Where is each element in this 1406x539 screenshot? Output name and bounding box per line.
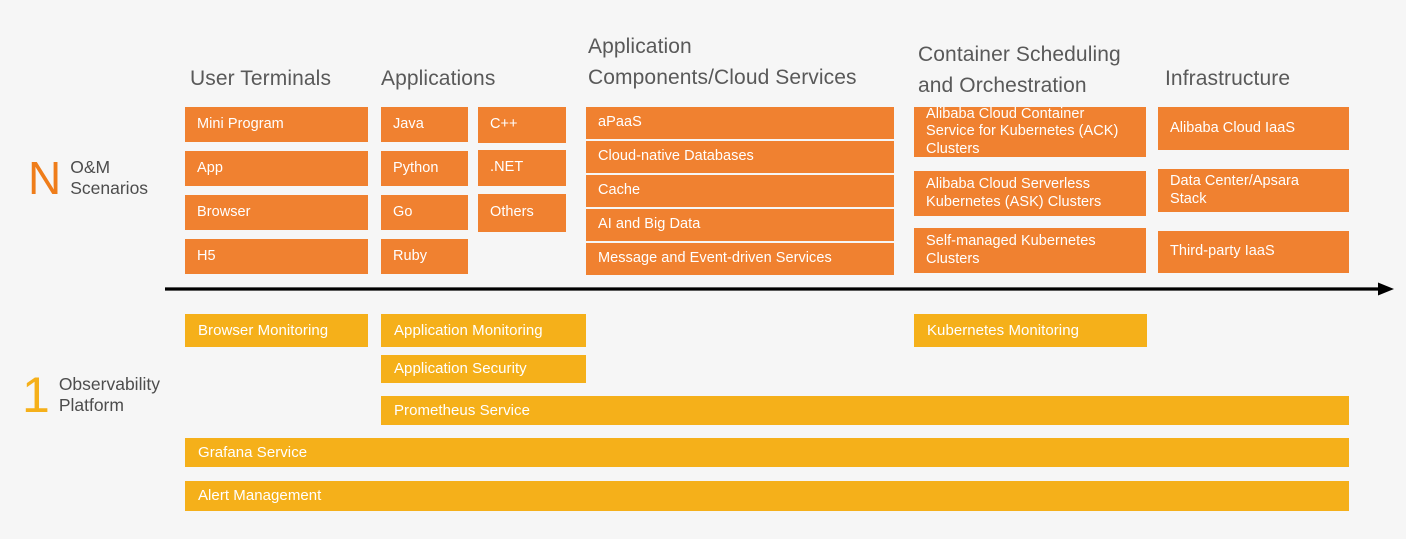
bar-label: Browser Monitoring — [198, 321, 329, 339]
bar-grafana-service[interactable]: Grafana Service — [185, 438, 1349, 467]
box-app-component-1[interactable]: Cloud-native Databases — [586, 141, 894, 173]
box-infrastructure-0[interactable]: Alibaba Cloud IaaS — [1158, 107, 1349, 150]
bar-browser-monitoring[interactable]: Browser Monitoring — [185, 314, 368, 347]
bar-label: Kubernetes Monitoring — [927, 321, 1079, 339]
box-user-terminal-1[interactable]: App — [185, 151, 368, 186]
column-header-container-scheduling: Container Scheduling and Orchestration — [918, 43, 1121, 97]
box-label: Python — [393, 159, 439, 176]
box-container-scheduling-0[interactable]: Alibaba Cloud Container Service for Kube… — [914, 105, 1146, 157]
box-user-terminal-3[interactable]: H5 — [185, 239, 368, 274]
box-label: Java — [393, 115, 424, 132]
box-label: aPaaS — [598, 114, 642, 131]
box-label: .NET — [490, 159, 524, 176]
box-infrastructure-1[interactable]: Data Center/Apsara Stack — [1158, 169, 1349, 212]
box-label: Cache — [598, 182, 641, 199]
bar-label: Grafana Service — [198, 443, 308, 461]
box-label: Alibaba Cloud Serverless Kubernetes (ASK… — [926, 176, 1102, 210]
bar-prometheus-service[interactable]: Prometheus Service — [381, 396, 1349, 425]
column-header-user-terminals: User Terminals — [190, 67, 332, 90]
box-container-scheduling-1[interactable]: Alibaba Cloud Serverless Kubernetes (ASK… — [914, 171, 1146, 216]
box-label: AI and Big Data — [598, 216, 701, 233]
box-label: Go — [393, 203, 413, 220]
observability-label: Observability Platform — [58, 374, 160, 415]
box-application-3[interactable]: Ruby — [381, 239, 468, 274]
box-label: Ruby — [393, 247, 428, 264]
box-label: H5 — [197, 247, 216, 264]
box-label: Data Center/Apsara Stack — [1170, 173, 1300, 207]
box-label: Third-party IaaS — [1170, 243, 1275, 260]
box-application-1[interactable]: Python — [381, 151, 468, 186]
box-label: Alibaba Cloud Container Service for Kube… — [926, 105, 1119, 157]
column-header-app-components: Application Components/Cloud Services — [588, 35, 857, 89]
box-app-component-2[interactable]: Cache — [586, 175, 894, 207]
box-label: C++ — [490, 116, 518, 133]
box-application-0[interactable]: Java — [381, 107, 468, 142]
box-container-scheduling-2[interactable]: Self-managed Kubernetes Clusters — [914, 228, 1146, 273]
box-user-terminal-0[interactable]: Mini Program — [185, 107, 368, 142]
box-label: Browser — [197, 203, 251, 220]
box-label: Message and Event-driven Services — [598, 250, 832, 267]
scenarios-label: O&M Scenarios — [70, 157, 149, 198]
box-application-2[interactable]: Go — [381, 195, 468, 230]
box-application-lang-2[interactable]: Others — [478, 194, 566, 232]
box-app-component-4[interactable]: Message and Event-driven Services — [586, 243, 894, 275]
bar-application-monitoring[interactable]: Application Monitoring — [381, 314, 586, 347]
box-label: Others — [490, 204, 534, 221]
scenarios-glyph: N — [28, 152, 62, 204]
box-label: Alibaba Cloud IaaS — [1170, 119, 1296, 136]
bar-label: Application Monitoring — [394, 321, 543, 339]
box-application-lang-1[interactable]: .NET — [478, 150, 566, 186]
box-app-component-0[interactable]: aPaaS — [586, 107, 894, 139]
bar-alert-management[interactable]: Alert Management — [185, 481, 1349, 511]
box-app-component-3[interactable]: AI and Big Data — [586, 209, 894, 241]
box-label: App — [197, 159, 223, 176]
box-application-lang-0[interactable]: C++ — [478, 107, 566, 143]
section-label-observability-platform: 1 Observability Platform — [22, 367, 160, 423]
box-label: Self-managed Kubernetes Clusters — [926, 233, 1096, 267]
box-infrastructure-2[interactable]: Third-party IaaS — [1158, 231, 1349, 273]
box-label: Mini Program — [197, 115, 284, 132]
column-header-infrastructure: Infrastructure — [1165, 67, 1291, 90]
observability-glyph: 1 — [22, 367, 50, 423]
box-user-terminal-2[interactable]: Browser — [185, 195, 368, 230]
section-label-om-scenarios: N O&M Scenarios — [28, 155, 148, 201]
bar-label: Application Security — [394, 360, 527, 377]
bar-label: Alert Management — [198, 487, 322, 504]
divider-arrow-icon — [165, 282, 1394, 296]
bar-kubernetes-monitoring[interactable]: Kubernetes Monitoring — [914, 314, 1147, 347]
box-label: Cloud-native Databases — [598, 148, 754, 165]
bar-application-security[interactable]: Application Security — [381, 355, 586, 383]
column-header-applications: Applications — [381, 67, 496, 90]
bar-label: Prometheus Service — [394, 401, 530, 419]
